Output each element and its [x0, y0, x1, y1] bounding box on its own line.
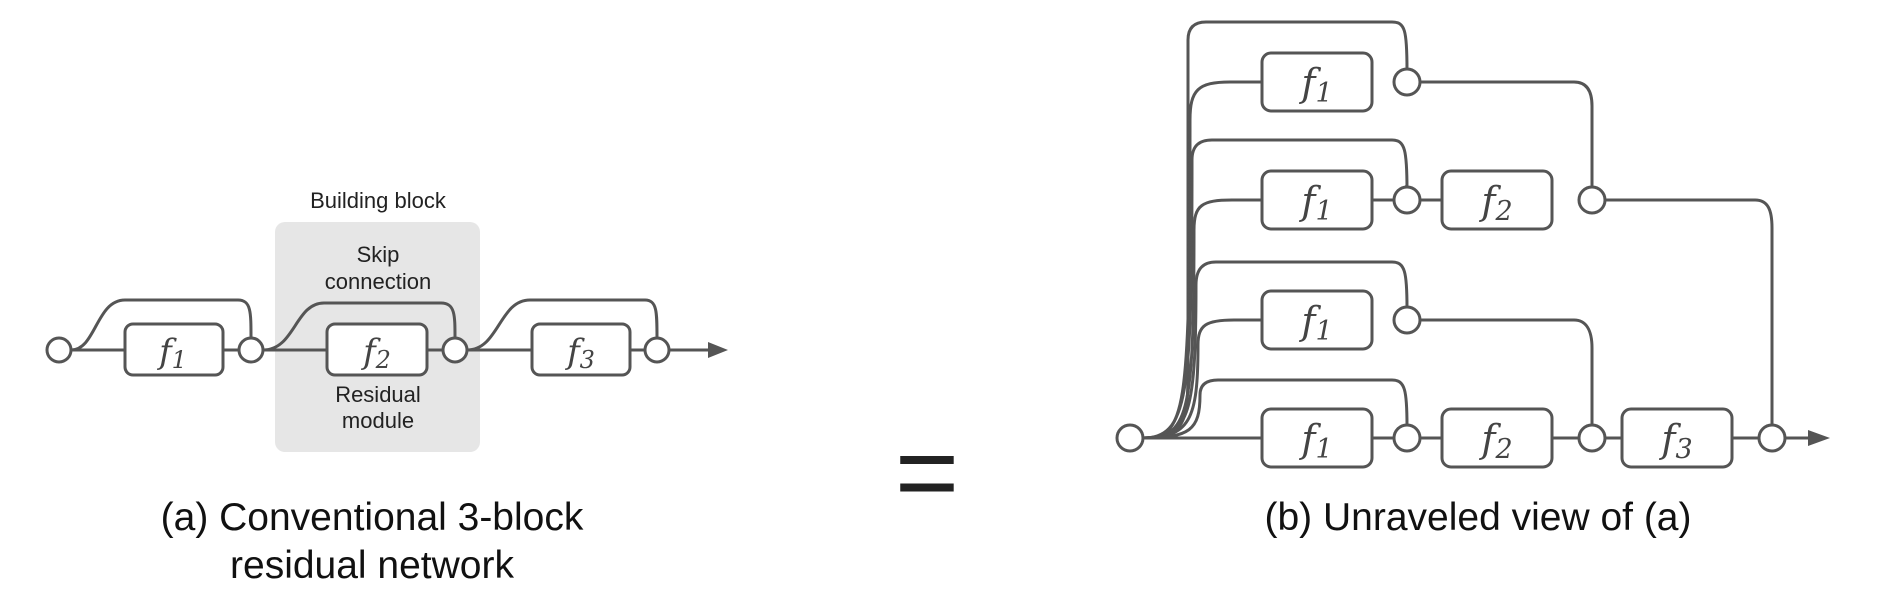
residual-module-label-line2: module — [342, 408, 414, 433]
row2-output — [1602, 198, 1774, 428]
block-f2 — [325, 322, 429, 377]
row1-output — [1417, 80, 1594, 190]
path-row3-skip — [1140, 260, 1409, 440]
sum-node-3 — [643, 336, 671, 364]
block-f1 — [123, 322, 225, 377]
row1-sum-node — [1392, 67, 1422, 97]
unraveled-network: f1 f1 f2 f1 f1 f2 f3 (b) Unraveled view … — [1115, 20, 1830, 539]
row2-sum-node-1 — [1392, 185, 1422, 215]
skip-connection-label-line2: connection — [325, 269, 431, 294]
sum-node-2 — [441, 336, 469, 364]
row1-block-f1 — [1260, 51, 1374, 113]
path-row4-skip — [1140, 378, 1409, 440]
skip-connection-label-line1: Skip — [357, 242, 400, 267]
sum-node-1 — [237, 336, 265, 364]
building-block-label: Building block — [310, 188, 447, 213]
row2-sum-node-2 — [1577, 185, 1607, 215]
row3-output — [1417, 318, 1594, 428]
residual-module-label-line1: Residual — [335, 382, 421, 407]
skip-connection-3 — [465, 298, 659, 352]
skip-connection-1 — [69, 298, 253, 352]
row4-sum-node-1 — [1392, 423, 1422, 453]
output-arrow — [708, 342, 728, 358]
row4-sum-node-2 — [1577, 423, 1607, 453]
row3-sum-node — [1392, 305, 1422, 335]
caption-left-line2: residual network — [230, 544, 514, 587]
row4-block-f3 — [1620, 407, 1734, 469]
block-f3 — [530, 322, 632, 377]
caption-left-line1: (a) Conventional 3-block — [161, 496, 584, 539]
unraveled-output-arrow — [1808, 430, 1830, 446]
row4-block-f1 — [1260, 407, 1374, 469]
skip-connection-2 — [261, 301, 457, 352]
row3-block-f1 — [1260, 289, 1374, 351]
row2-block-f2 — [1440, 169, 1554, 231]
equals-sign: = — [895, 411, 959, 534]
row2-block-f1-label: f1 — [1298, 179, 1332, 227]
unraveled-input-node — [1115, 423, 1145, 453]
row4-block-f2 — [1440, 407, 1554, 469]
caption-right: (b) Unraveled view of (a) — [1265, 496, 1692, 539]
path-row2-skip — [1140, 138, 1409, 440]
conventional-network: Building block Skip connection Residual … — [45, 188, 728, 587]
row2-block-f1 — [1260, 169, 1374, 231]
row4-sum-node-3 — [1757, 423, 1787, 453]
input-node — [45, 336, 73, 364]
path-row3-in — [1140, 318, 1264, 440]
